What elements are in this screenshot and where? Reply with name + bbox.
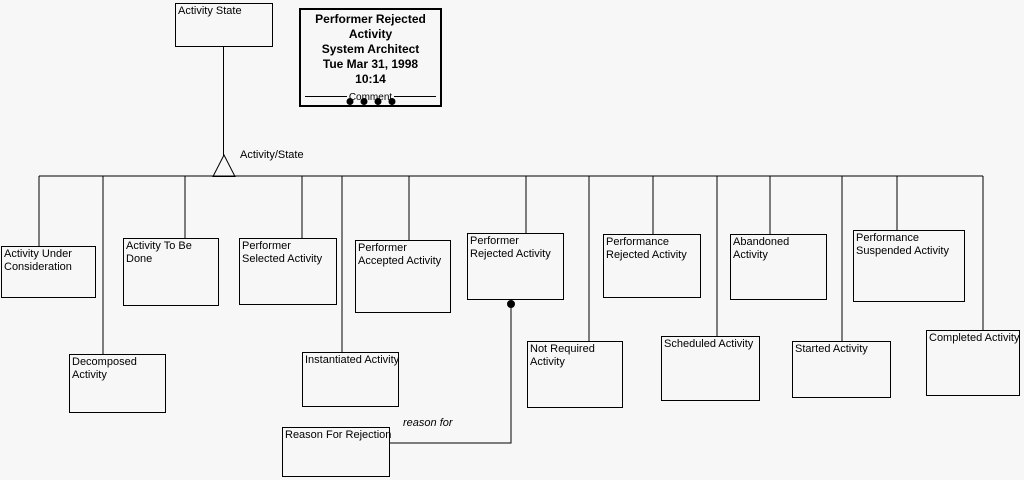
node-completed-activity[interactable]: Completed Activity [926,330,1020,396]
comment-dot [346,98,353,105]
diagram-title-block[interactable]: Performer Rejected Activity System Archi… [299,8,442,107]
node-activity-to-be-done[interactable]: Activity To Be Done [123,238,219,306]
diagram-date: Tue Mar 31, 1998 [322,57,419,71]
node-label: Performance Rejected Activity [606,236,687,261]
node-performer-accepted-activity[interactable]: Performer Accepted Activity [355,240,451,313]
node-scheduled-activity[interactable]: Scheduled Activity [661,336,760,401]
node-label: Not Required Activity [530,343,595,368]
comment-dots-icon [346,98,395,105]
node-performer-selected-activity[interactable]: Performer Selected Activity [239,238,337,305]
node-label: Activity Under Consideration [4,248,72,273]
node-label: Scheduled Activity [664,338,754,350]
diagram-author: System Architect [321,42,420,56]
node-abandoned-activity[interactable]: Abandoned Activity [730,234,827,300]
node-label: Decomposed Activity [72,356,137,381]
comment-dot [374,98,381,105]
node-performer-rejected-activity[interactable]: Performer Rejected Activity [467,233,564,300]
comment-row: Comment [301,89,440,105]
node-label: Performer Selected Activity [242,240,323,265]
classification-triangle-icon [212,153,236,177]
diagram-time: 10:14 [355,72,386,86]
node-label: Reason For Rejection [285,429,392,441]
junction-dot [507,300,515,308]
node-label: Performer Rejected Activity [470,235,551,260]
node-instantiated-activity[interactable]: Instantiated Activity [302,352,399,407]
node-performance-suspended-activity[interactable]: Performance Suspended Activity [853,230,965,302]
relation-label: reason for [403,417,453,429]
node-activity-under-consideration[interactable]: Activity Under Consideration [1,246,96,298]
comment-dot [388,98,395,105]
node-decomposed-activity[interactable]: Decomposed Activity [69,354,166,413]
node-label: Activity To Be Done [126,240,192,265]
node-started-activity[interactable]: Started Activity [792,341,891,398]
comment-dot [360,98,367,105]
comment-label: Comment [346,91,395,105]
relation-connector-line [390,304,512,444]
node-label: Performer Accepted Activity [358,242,442,267]
node-activity-state[interactable]: Activity State [175,3,273,47]
diagram-title: Performer Rejected Activity [315,12,426,41]
node-not-required-activity[interactable]: Not Required Activity [527,341,623,408]
node-reason-for-rejection[interactable]: Reason For Rejection [282,427,392,477]
node-label: Completed Activity [929,332,1020,344]
node-label: Instantiated Activity [305,354,400,366]
node-performance-rejected-activity[interactable]: Performance Rejected Activity [603,234,701,298]
node-label: Abandoned Activity [733,236,790,261]
node-label: Activity State [178,5,242,17]
node-label: Started Activity [795,343,868,355]
node-label: Performance Suspended Activity [856,232,949,257]
branch-label: Activity/State [240,149,304,161]
